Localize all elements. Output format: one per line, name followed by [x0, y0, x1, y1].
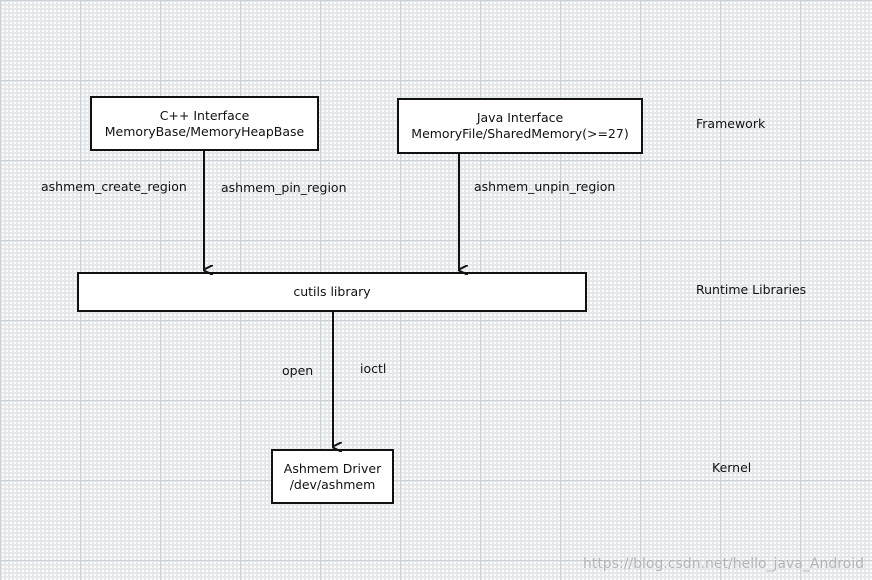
ashmem-driver-path: /dev/ashmem	[289, 476, 376, 492]
watermark: https://blog.csdn.net/hello_java_Android	[582, 556, 864, 572]
cutils-library-title: cutils library	[293, 284, 371, 299]
label-ashmem-unpin-region: ashmem_unpin_region	[474, 179, 616, 194]
label-ashmem-pin-region: ashmem_pin_region	[221, 180, 347, 195]
ashmem-driver-box[interactable]: Ashmem Driver /dev/ashmem	[271, 449, 394, 504]
java-interface-title: Java Interface	[476, 110, 564, 125]
layer-kernel: Kernel	[712, 460, 752, 475]
java-interface-classes: MemoryFile/SharedMemory(>=27)	[411, 126, 629, 141]
ashmem-driver-title: Ashmem Driver	[283, 460, 382, 476]
cpp-interface-classes: MemoryBase/MemoryHeapBase	[104, 123, 305, 139]
cpp-interface-title: C++ Interface	[159, 107, 250, 123]
label-ioctl: ioctl	[360, 361, 387, 376]
cutils-library-box[interactable]: cutils library	[77, 272, 587, 312]
cpp-interface-box[interactable]: C++ Interface MemoryBase/MemoryHeapBase	[90, 96, 319, 151]
label-open: open	[282, 363, 314, 378]
layer-runtime-libraries: Runtime Libraries	[696, 282, 807, 297]
label-ashmem-create-region: ashmem_create_region	[41, 179, 187, 194]
layer-framework: Framework	[696, 116, 766, 131]
java-interface-box[interactable]: Java Interface MemoryFile/SharedMemory(>…	[397, 98, 643, 154]
